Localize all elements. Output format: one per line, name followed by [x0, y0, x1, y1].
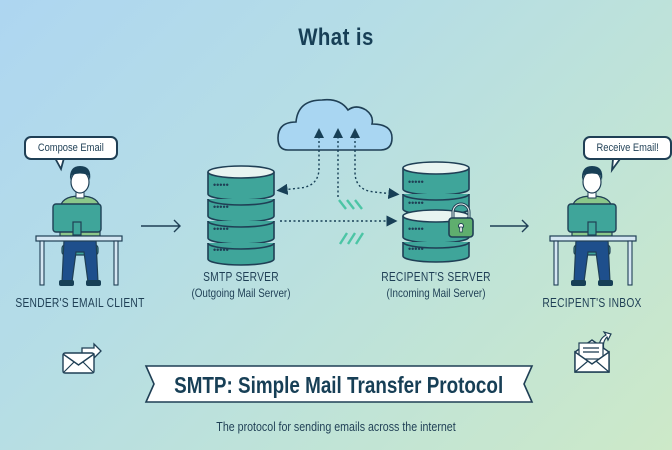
svg-text:•••••: ••••• [213, 202, 229, 212]
transfer-marks [338, 199, 365, 245]
cloud-connections [276, 132, 400, 227]
recipient-bubble-tail [610, 158, 621, 174]
banner-ribbon [144, 365, 534, 403]
svg-text:•••••: ••••• [213, 180, 229, 190]
smtp-server-label: SMTP SERVER [203, 270, 279, 284]
banner-title: SMTP: Simple Mail Transfer Protocol [174, 371, 504, 398]
recipient-server-to-inbox-arrow [490, 219, 529, 233]
svg-text:•••••: ••••• [408, 198, 424, 208]
svg-text:•••••: ••••• [408, 224, 424, 234]
up-arrow-3 [350, 128, 360, 138]
sender-bubble-tail [54, 157, 65, 172]
svg-text:•••••: ••••• [408, 177, 424, 187]
up-arrow-1 [314, 128, 324, 138]
cloud-icon [277, 98, 393, 151]
sender-to-smtp-arrow [141, 219, 181, 233]
recipient-speech-bubble: Receive Email! [583, 136, 672, 160]
recipient-inbox-label: RECIPENT'S INBOX [542, 296, 642, 310]
cloud-to-smtp-arrow [276, 132, 320, 195]
sender-label: SENDER'S EMAIL CLIENT [15, 296, 145, 310]
upload-arrows [314, 128, 360, 138]
open-mail-icon [574, 330, 612, 373]
svg-text:•••••: ••••• [408, 244, 424, 254]
smtp-server-sublabel: (Outgoing Mail Server) [191, 286, 291, 300]
banner: SMTP: Simple Mail Transfer Protocol [146, 369, 532, 401]
svg-text:•••••: ••••• [213, 245, 229, 255]
smtp-server-icon: ••••• ••••• ••••• ••••• [207, 165, 275, 266]
send-mail-icon [62, 342, 102, 374]
sender-person-icon [35, 166, 123, 286]
banner-tagline: The protocol for sending emails across t… [216, 419, 456, 434]
sender-bubble-text: Compose Email [37, 142, 104, 154]
recipient-server-sublabel: (Incoming Mail Server) [386, 286, 486, 300]
flow-arrows [141, 219, 529, 233]
recipient-person-icon [549, 166, 637, 286]
svg-text:•••••: ••••• [213, 224, 229, 234]
padlock-icon [448, 202, 474, 238]
recipient-server-icon: ••••• ••••• ••••• ••••• [402, 161, 470, 263]
cloud-to-recipient-arrow [354, 132, 400, 200]
recipient-bubble-text: Receive Email! [596, 142, 659, 154]
up-arrow-2 [333, 128, 343, 138]
page-title: What is [298, 24, 374, 51]
sender-speech-bubble: Compose Email [24, 136, 118, 160]
recipient-server-label: RECIPENT'S SERVER [381, 270, 491, 284]
